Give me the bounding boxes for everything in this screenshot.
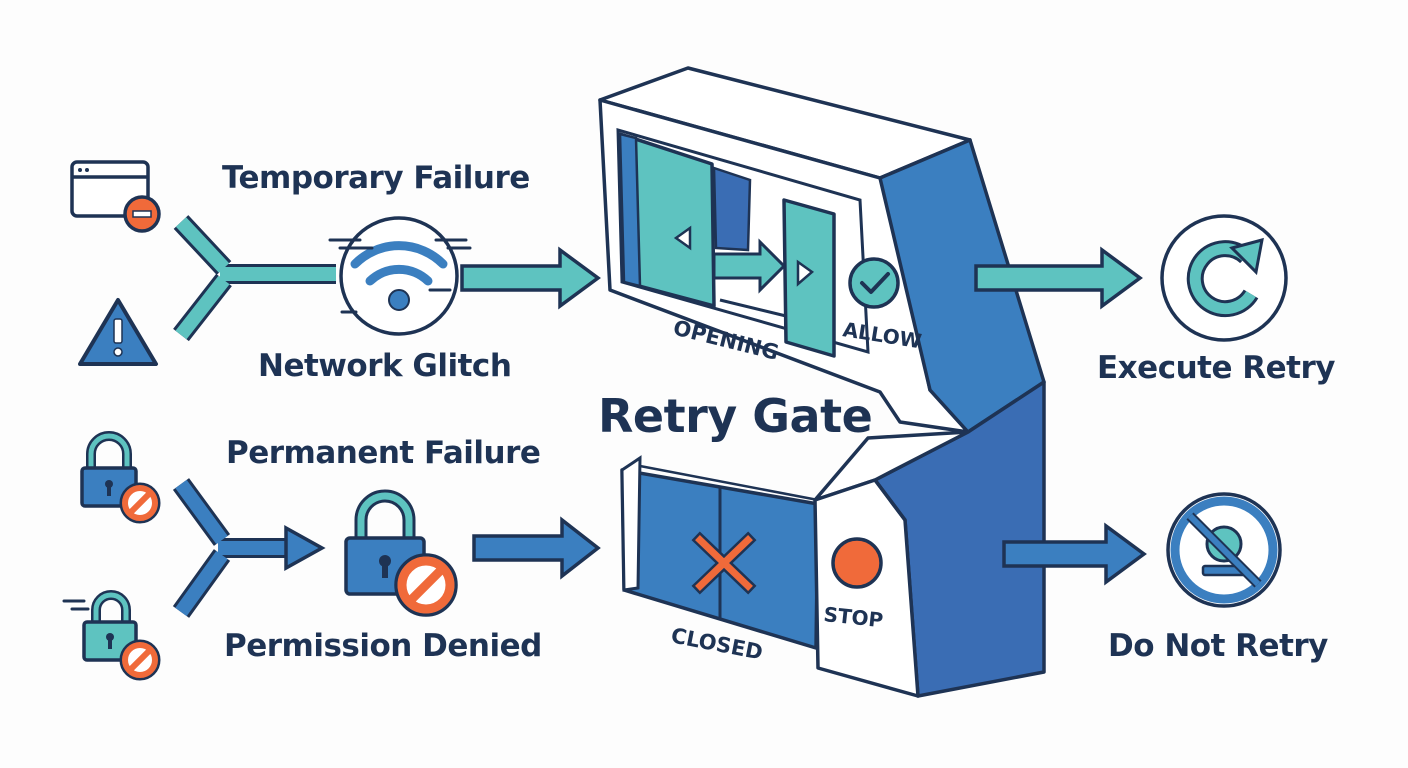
permanent-merge-connector bbox=[172, 478, 326, 618]
stop-booth bbox=[813, 478, 920, 698]
network-glitch-label: Network Glitch bbox=[258, 348, 512, 384]
open-gate-doors bbox=[616, 127, 870, 358]
prohibited-icon bbox=[119, 482, 161, 524]
prohibited-icon-small bbox=[119, 639, 161, 681]
arrow-to-gate-top bbox=[460, 246, 601, 310]
checkmark-icon bbox=[848, 257, 900, 309]
padlock-icon bbox=[80, 431, 138, 508]
minus-badge-icon bbox=[123, 195, 161, 233]
temporary-failure-label: Temporary Failure bbox=[222, 160, 530, 196]
do-not-retry-label: Do Not Retry bbox=[1108, 628, 1328, 664]
retry-arrow-icon bbox=[1160, 214, 1288, 342]
arrow-to-gate-bottom bbox=[472, 516, 601, 580]
wifi-signal-icon bbox=[328, 216, 472, 336]
retry-gate-title: Retry Gate bbox=[598, 389, 873, 443]
arrow-to-execute bbox=[974, 246, 1143, 310]
arrow-to-no-retry bbox=[1002, 522, 1147, 586]
prohibited-icon-large bbox=[394, 553, 458, 617]
warning-triangle-icon bbox=[78, 298, 158, 366]
temporary-merge-connector bbox=[173, 215, 336, 342]
do-not-retry-icon bbox=[1166, 492, 1282, 608]
permission-denied-label: Permission Denied bbox=[224, 628, 542, 664]
x-mark-icon bbox=[691, 531, 757, 595]
permanent-failure-label: Permanent Failure bbox=[226, 435, 541, 471]
execute-retry-label: Execute Retry bbox=[1097, 350, 1336, 386]
stop-button-icon bbox=[831, 537, 883, 589]
